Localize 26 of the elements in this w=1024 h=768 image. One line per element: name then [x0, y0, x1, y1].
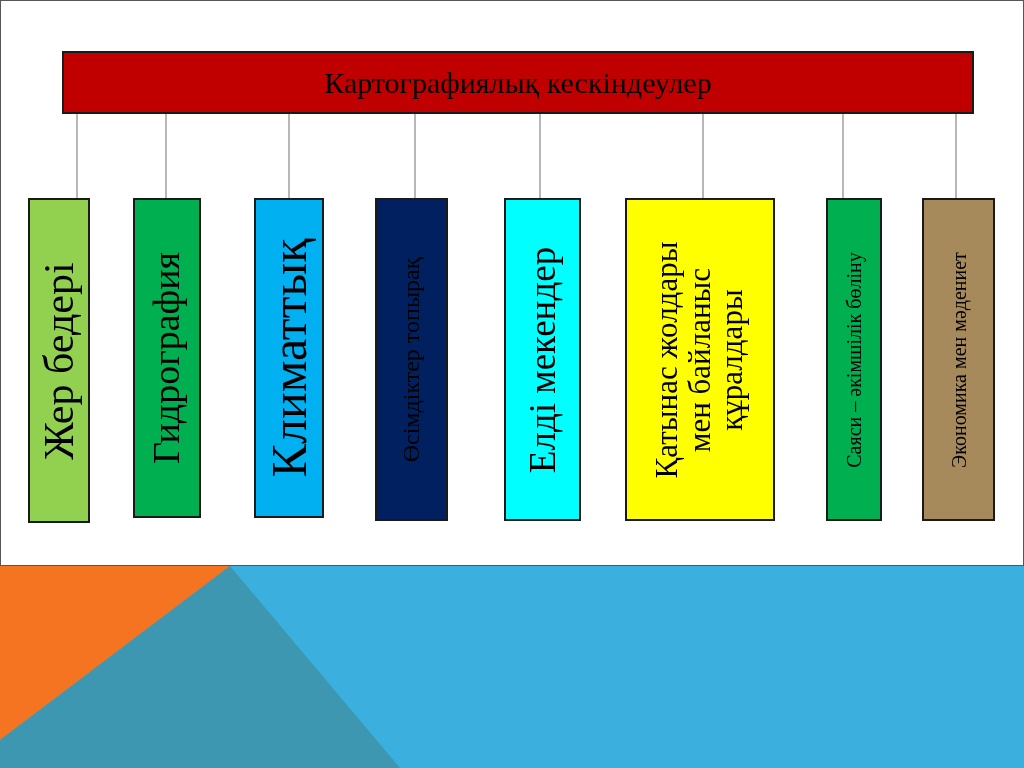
- category-label: Климаттық: [262, 237, 316, 480]
- category-box: [826, 198, 882, 521]
- category-label: Жер бедері: [36, 260, 82, 462]
- title-box: [62, 51, 974, 114]
- category-label: Өсімдіктер топырақ: [398, 256, 425, 464]
- category-box: [625, 198, 775, 521]
- connector-line: [288, 113, 290, 199]
- category-label: Гидрография: [147, 250, 187, 467]
- category-box: [133, 198, 201, 518]
- category-box: [375, 198, 448, 521]
- connector-line: [702, 113, 704, 199]
- heading-text: Картографиялық кескіндеулер: [323, 66, 713, 99]
- connector-line: [539, 113, 541, 199]
- category-box: [28, 198, 90, 523]
- connector-line: [842, 113, 844, 199]
- connector-line: [955, 113, 957, 199]
- category-box: [922, 198, 995, 521]
- category-label: Саяси – әкімшілік бөліну: [843, 250, 865, 470]
- category-label: Қатынас жолдары мен байланыс құралдары: [651, 240, 749, 480]
- connector-line: [76, 113, 78, 199]
- category-label: Экономика мен мәдениет: [948, 250, 969, 470]
- connector-line: [414, 113, 416, 199]
- category-box: [254, 198, 324, 518]
- category-label: Елді мекендер: [523, 245, 562, 475]
- category-box: [504, 198, 581, 521]
- connector-line: [165, 113, 167, 199]
